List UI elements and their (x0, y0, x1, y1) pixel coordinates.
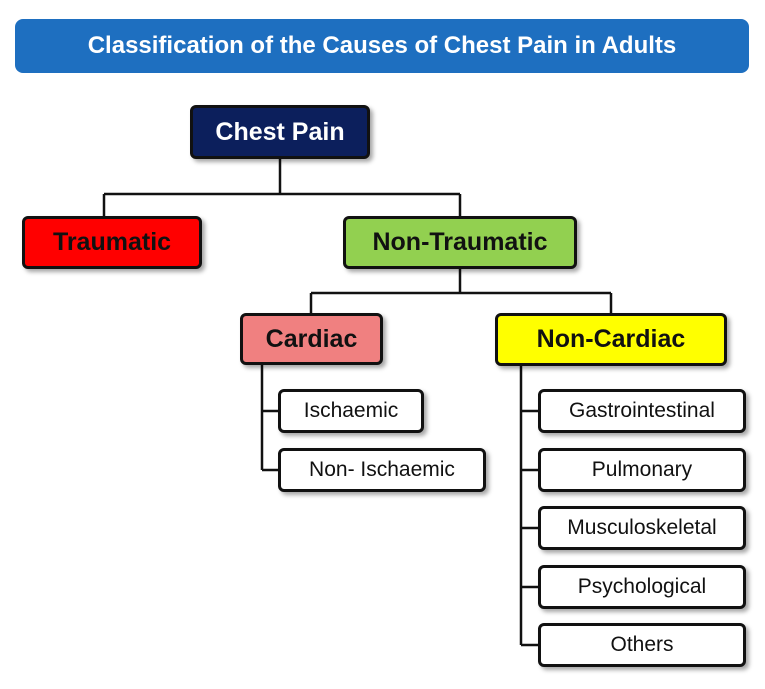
node-non-traumatic: Non-Traumatic (343, 216, 577, 269)
node-label: Traumatic (52, 228, 172, 256)
node-label: Others (610, 633, 674, 656)
node-label: Musculoskeletal (567, 516, 717, 539)
node-traumatic: Traumatic (22, 216, 202, 269)
node-label: Non- Ischaemic (309, 458, 455, 481)
node-psychological: Psychological (538, 565, 746, 609)
node-label: Psychological (577, 575, 707, 598)
node-label: Non-Traumatic (372, 228, 548, 256)
node-musculoskeletal: Musculoskeletal (538, 506, 746, 550)
node-chest-pain: Chest Pain (190, 105, 370, 159)
node-ischaemic: Ischaemic (278, 389, 424, 433)
node-label: Pulmonary (591, 458, 693, 481)
node-label: Cardiac (265, 324, 358, 353)
node-label: Gastrointestinal (569, 399, 715, 422)
node-pulmonary: Pulmonary (538, 448, 746, 492)
node-cardiac: Cardiac (240, 313, 383, 365)
node-label: Ischaemic (303, 399, 399, 422)
node-label: Non-Cardiac (536, 325, 686, 353)
node-non-cardiac: Non-Cardiac (495, 313, 727, 366)
node-gastrointestinal: Gastrointestinal (538, 389, 746, 433)
node-label: Chest Pain (215, 117, 345, 146)
node-non-ischaemic: Non- Ischaemic (278, 448, 486, 492)
diagram-title: Classification of the Causes of Chest Pa… (15, 19, 749, 73)
node-others: Others (538, 623, 746, 667)
